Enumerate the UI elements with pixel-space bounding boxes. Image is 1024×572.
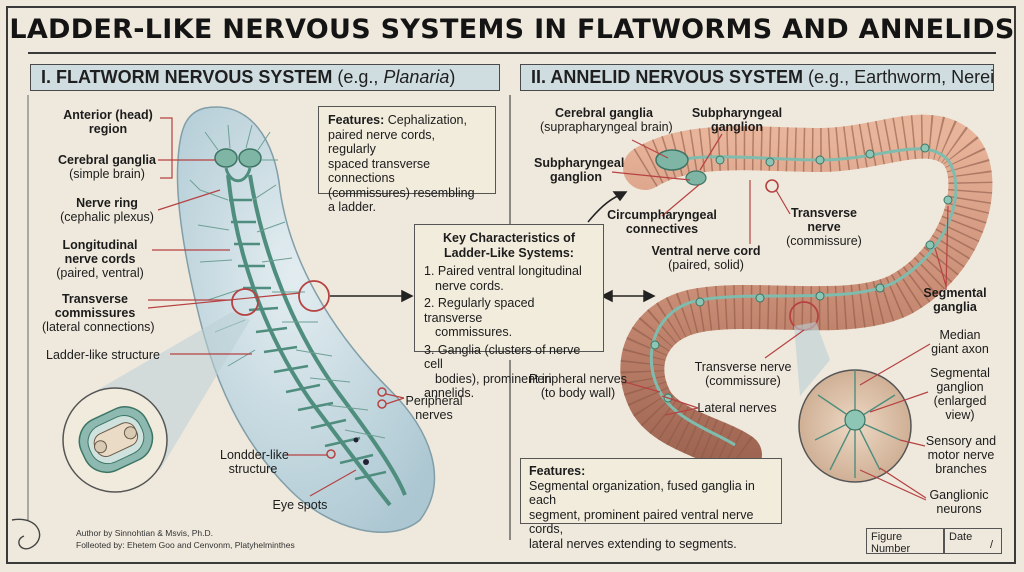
label-ventral-nerve-cord: Ventral nerve cord(paired, solid) bbox=[651, 244, 761, 272]
label-cerebral-ganglia: Cerebral ganglia(simple brain) bbox=[58, 153, 156, 181]
page-frame bbox=[6, 6, 1016, 564]
label-peripheral-nerves-annelid: Peripheral nerves(to body wall) bbox=[529, 372, 627, 400]
annelid-panel-heading: II. ANNELID NERVOUS SYSTEM (e.g., Earthw… bbox=[520, 64, 994, 91]
label-eye-spots: Eye spots bbox=[272, 498, 328, 512]
page-title: LADDER-LIKE NERVOUS SYSTEMS IN FLATWORMS… bbox=[9, 14, 1015, 45]
label-nerve-ring: Nerve ring(cephalic plexus) bbox=[60, 196, 154, 224]
flatworm-features-box: Features: Cephalization, paired nerve co… bbox=[318, 106, 496, 214]
corner-ornament bbox=[11, 518, 41, 550]
credit-collected: Folleoted by: Ehetem Goo and Cenvonm, Pl… bbox=[76, 540, 295, 550]
flatworm-cross-section bbox=[62, 387, 168, 493]
date-cell: Date/ bbox=[944, 528, 1002, 554]
label-anterior-region: Anterior (head)region bbox=[63, 108, 153, 136]
annelid-ganglion-cross-section bbox=[798, 369, 912, 483]
figure-number-cell: Figure Number bbox=[866, 528, 944, 555]
label-cerebral-ganglia-annelid: Cerebral ganglia(suprapharyngeal brain) bbox=[540, 106, 673, 134]
label-lateral-nerves: Lateral nerves bbox=[697, 401, 777, 415]
title-divider bbox=[28, 52, 996, 54]
flatworm-panel-heading: I. FLATWORM NERVOUS SYSTEM (e.g., Planar… bbox=[30, 64, 500, 91]
key-characteristics-box: Key Characteristics of Ladder-Like Syste… bbox=[414, 224, 604, 400]
panel-arrows bbox=[330, 191, 656, 303]
credit-author: Author by Sinnohtian & Msvis, Ph.D. bbox=[76, 528, 214, 538]
label-ladder-like-structure: Ladder-like structure bbox=[46, 348, 160, 362]
annelid-features-box: Features: Segmental organization, fused … bbox=[520, 458, 782, 551]
flatworm-body bbox=[176, 106, 436, 533]
label-transverse-nerve-commissure: Transverse nerve(commissure) bbox=[694, 360, 792, 388]
